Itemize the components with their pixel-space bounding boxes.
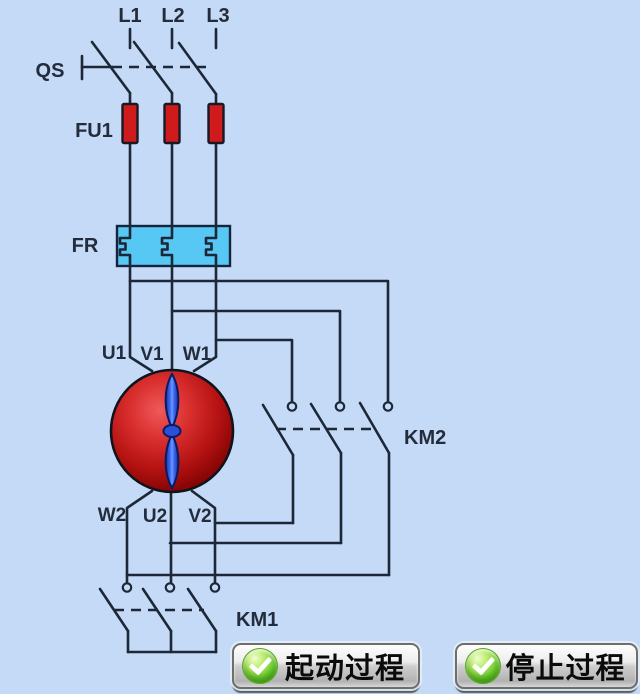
- start-button-label: 起动过程: [284, 653, 405, 685]
- terminal-label-w2: W2: [98, 505, 127, 526]
- km1-label: KM1: [236, 609, 278, 631]
- km1-terminal-1: [121, 582, 133, 593]
- terminal-label-v2: V2: [188, 506, 211, 527]
- terminal-label-u1: U1: [102, 343, 127, 364]
- km2-blade-3: [358, 401, 391, 455]
- phase-label-l2: L2: [161, 5, 184, 27]
- fu1-label: FU1: [75, 120, 113, 142]
- qs-blade-1: [90, 40, 132, 95]
- km2-blade-2: [309, 402, 343, 455]
- stop-process-button[interactable]: 停止过程: [455, 643, 638, 689]
- supply-lines: [128, 27, 218, 50]
- qs-blade-3: [177, 41, 218, 96]
- thermal-relay-fr: [115, 224, 232, 268]
- phase-label-l3: L3: [206, 5, 229, 27]
- fuse-1: [121, 102, 139, 145]
- fr-label: FR: [72, 235, 99, 257]
- motor: [109, 368, 235, 494]
- km1-contactor: [98, 582, 221, 654]
- heater-element-3: [204, 224, 218, 268]
- heater-element-1: [118, 224, 132, 268]
- qs-label: QS: [36, 60, 65, 82]
- fuse-3: [207, 102, 225, 145]
- km2-label: KM2: [404, 427, 446, 449]
- propeller-hub: [162, 424, 182, 438]
- thermal-relay-box: [115, 224, 232, 268]
- km1-terminal-2: [164, 582, 176, 593]
- km2-terminal-3: [382, 401, 394, 412]
- fuse-2: [163, 102, 181, 145]
- heater-element-2: [160, 224, 174, 268]
- km1-terminal-3: [209, 582, 221, 593]
- km2-contactor: [261, 401, 394, 577]
- qs-disconnect-switch: [80, 40, 218, 96]
- fuse-group-fu1: [121, 102, 225, 145]
- start-process-button[interactable]: 起动过程: [232, 643, 420, 689]
- stop-button-label: 停止过程: [505, 653, 626, 685]
- check-icon: [465, 648, 501, 684]
- terminal-label-v1: V1: [140, 344, 164, 365]
- bottom-terminal-wires: [125, 489, 391, 585]
- km2-terminal-1: [286, 401, 298, 412]
- terminal-label-w1: W1: [183, 344, 212, 365]
- qs-blade-2: [132, 40, 174, 95]
- check-icon: [242, 648, 278, 684]
- propeller-icon: [162, 371, 182, 491]
- phase-wires-lower: [128, 264, 218, 375]
- km2-terminal-2: [334, 401, 346, 412]
- terminal-label-u2: U2: [143, 506, 167, 527]
- phase-label-l1: L1: [118, 5, 141, 27]
- km2-branch-wires: [128, 279, 390, 404]
